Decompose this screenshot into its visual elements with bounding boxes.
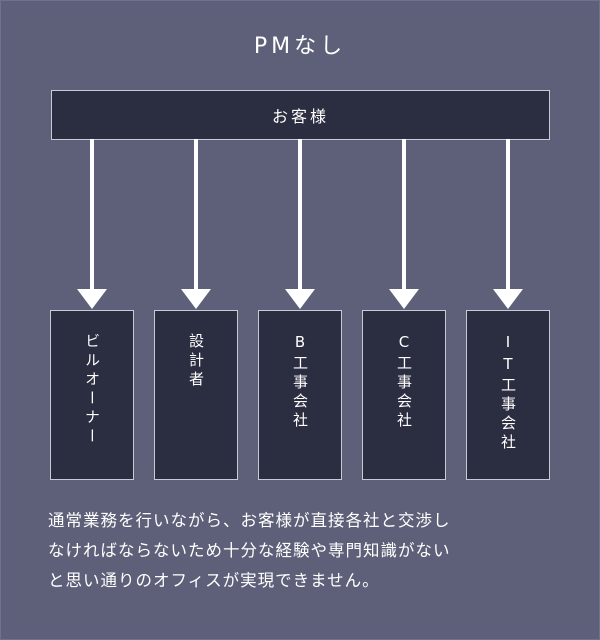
description-line: と思い通りのオフィスが実現できません。 (48, 571, 380, 590)
party-it-contractor: IT工事会社 (466, 310, 550, 480)
arrow-to-designer (181, 139, 211, 309)
description-text: 通常業務を行いながら、お客様が直接各社と交渉し なければならないため十分な経験や… (48, 506, 558, 596)
party-c-contractor: C工事会社 (362, 310, 446, 480)
description-line: なければならないため十分な経験や専門知識がない (48, 541, 451, 560)
arrow-to-it-contractor (493, 139, 523, 309)
party-label: B工事会社 (291, 333, 309, 431)
arrow-to-building-owner (77, 139, 107, 309)
party-building-owner: ビルオーナー (50, 310, 134, 480)
description-line: 通常業務を行いながら、お客様が直接各社と交渉し (48, 511, 451, 530)
party-designer: 設計者 (154, 310, 238, 480)
party-label: IT工事会社 (499, 333, 517, 453)
party-label: 設計者 (187, 333, 205, 390)
client-box: お客様 (51, 90, 550, 140)
party-b-contractor: B工事会社 (258, 310, 342, 480)
party-label: ビルオーナー (83, 333, 101, 447)
diagram-title: PMなし (253, 34, 347, 59)
party-label: C工事会社 (395, 333, 413, 431)
arrow-to-c-contractor (389, 139, 419, 309)
client-label: お客様 (271, 107, 329, 126)
arrow-to-b-contractor (285, 139, 315, 309)
